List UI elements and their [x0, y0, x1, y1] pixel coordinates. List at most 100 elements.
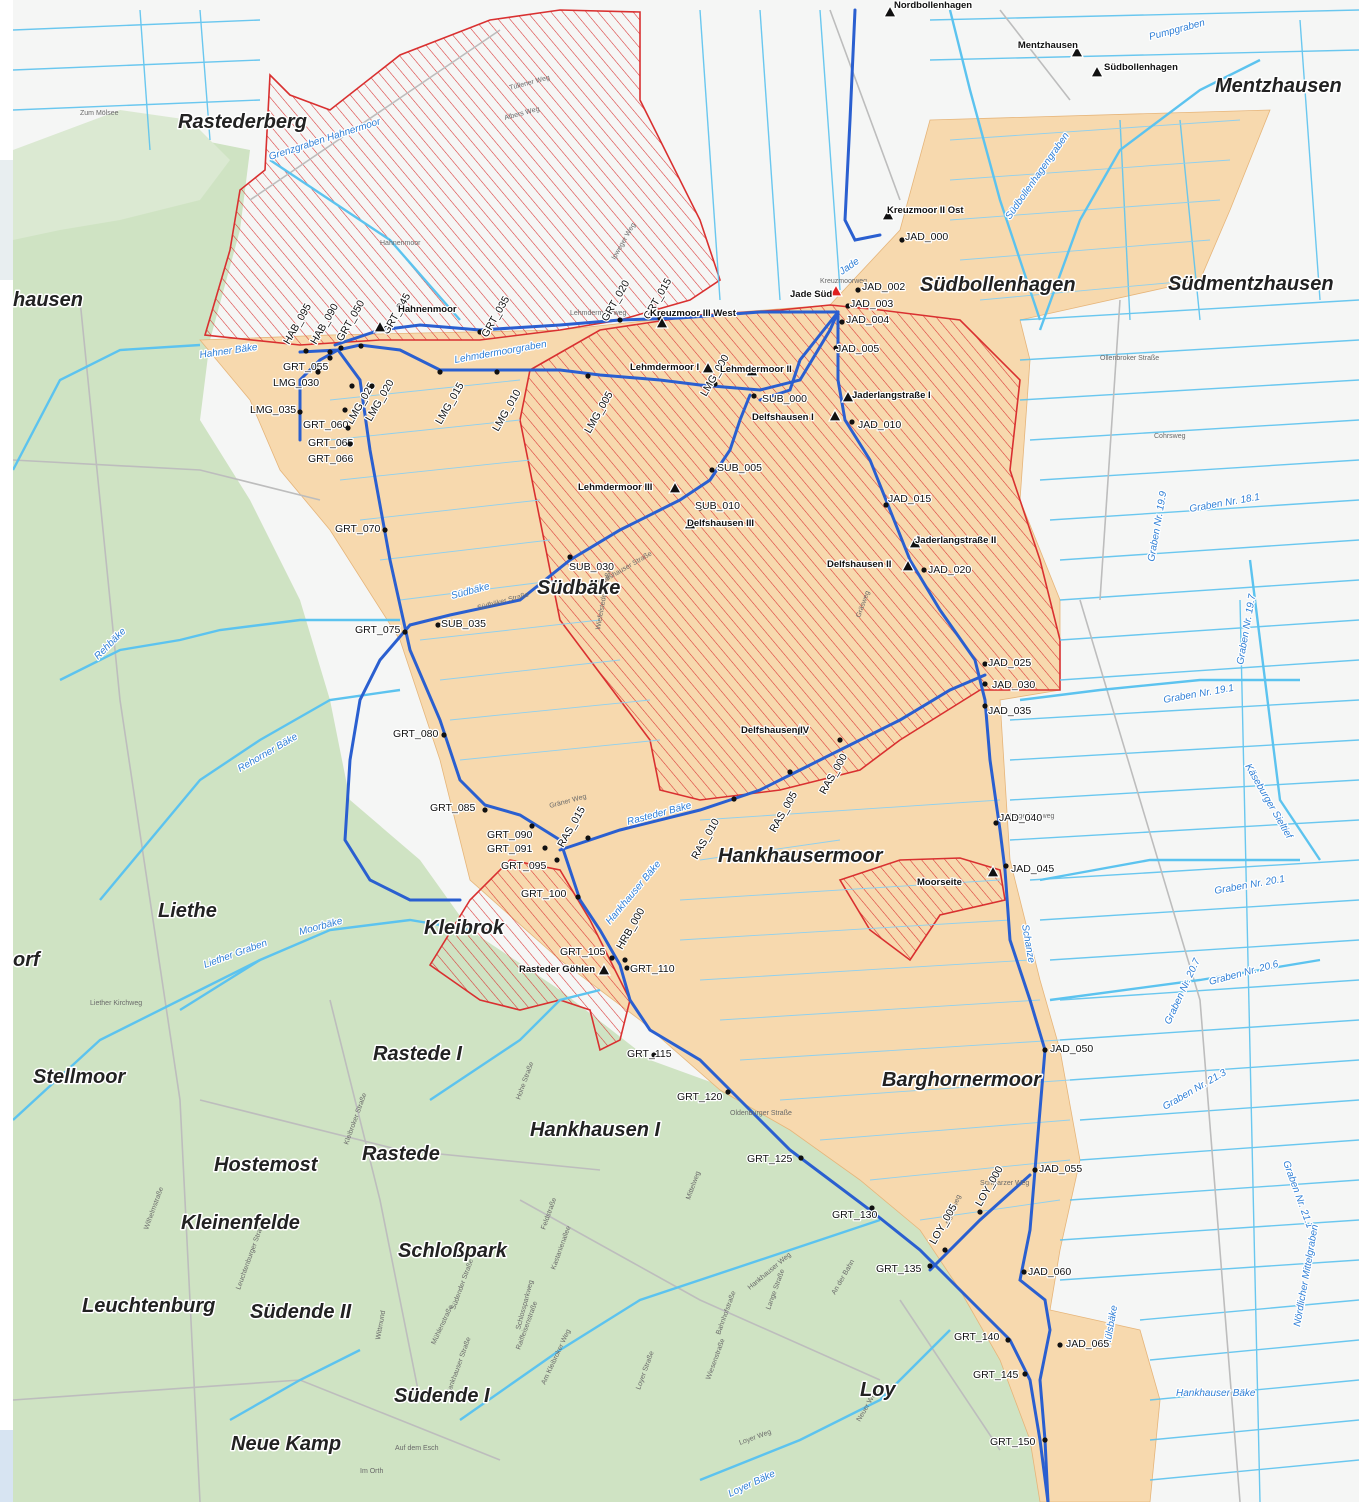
gauge-point-icon[interactable] [338, 345, 344, 351]
gauge-point-icon[interactable] [1003, 863, 1009, 869]
gauge-point-icon[interactable] [982, 681, 988, 687]
place-label-südende-ii: Südende II [250, 1301, 352, 1323]
gauge-point-icon[interactable] [942, 1247, 948, 1253]
gauge-label-grt-150: GRT_150 [990, 1436, 1035, 1448]
gauge-point-icon[interactable] [622, 957, 628, 963]
gauge-point-icon[interactable] [315, 369, 321, 375]
gauge-point-icon[interactable] [849, 419, 855, 425]
gauge-point-icon[interactable] [435, 622, 441, 628]
gauge-point-icon[interactable] [567, 554, 573, 560]
gauge-point-icon[interactable] [1042, 1437, 1048, 1443]
pumping-station-icon[interactable] [1069, 44, 1085, 58]
road-label-lehmdermoorweg: Lehmdermoorweg [570, 310, 627, 317]
gauge-point-icon[interactable] [787, 769, 793, 775]
gauge-point-icon[interactable] [494, 369, 500, 375]
gauge-point-icon[interactable] [437, 369, 443, 375]
gauge-point-icon[interactable] [982, 703, 988, 709]
gauge-point-icon[interactable] [982, 661, 988, 667]
gauge-point-icon[interactable] [624, 965, 630, 971]
gauge-point-icon[interactable] [609, 955, 615, 961]
gauge-point-icon[interactable] [482, 807, 488, 813]
gauge-point-icon[interactable] [585, 835, 591, 841]
waterway-label-hankhauser-bäke: Hankhauser Bäke [1176, 1388, 1256, 1399]
pumping-station-icon[interactable] [667, 480, 683, 494]
gauge-point-icon[interactable] [369, 383, 375, 389]
gauge-point-icon[interactable] [839, 319, 845, 325]
pumping-station-icon[interactable] [882, 4, 898, 18]
gauge-point-icon[interactable] [327, 355, 333, 361]
gauge-point-icon[interactable] [542, 845, 548, 851]
pumping-station-icon[interactable] [900, 558, 916, 572]
gauge-point-icon[interactable] [1021, 1269, 1027, 1275]
gauge-point-icon[interactable] [382, 527, 388, 533]
gauge-label-grt-125: GRT_125 [747, 1153, 792, 1165]
gauge-point-icon[interactable] [358, 343, 364, 349]
gauge-point-icon[interactable] [731, 796, 737, 802]
place-label-neue-kamp: Neue Kamp [231, 1433, 341, 1455]
gauge-point-icon[interactable] [977, 1209, 983, 1215]
gauge-point-icon[interactable] [402, 629, 408, 635]
gauge-point-icon[interactable] [725, 1089, 731, 1095]
pumping-station-icon[interactable] [985, 864, 1001, 878]
gauge-point-icon[interactable] [617, 317, 623, 323]
sub-north [758, 310, 840, 402]
gauge-point-icon[interactable] [798, 1155, 804, 1161]
gauge-point-icon[interactable] [1005, 1337, 1011, 1343]
gauge-point-icon[interactable] [855, 287, 861, 293]
gauge-point-icon[interactable] [585, 373, 591, 379]
gauge-point-icon[interactable] [833, 345, 839, 351]
gauge-point-icon[interactable] [441, 732, 447, 738]
gauge-point-icon[interactable] [575, 894, 581, 900]
gauge-point-icon[interactable] [993, 820, 999, 826]
gauge-point-icon[interactable] [845, 303, 851, 309]
gauge-point-icon[interactable] [927, 1263, 933, 1269]
station-label-nordbollenhagen: Nordbollenhagen [894, 0, 972, 11]
gauge-point-icon[interactable] [837, 737, 843, 743]
gauge-point-icon[interactable] [1042, 1047, 1048, 1053]
gauge-point-icon[interactable] [1022, 1371, 1028, 1377]
place-label-hostemost: Hostemost [214, 1154, 319, 1176]
pumping-station-icon[interactable] [792, 722, 808, 736]
gauge-point-icon[interactable] [651, 1052, 657, 1058]
pumping-station-icon[interactable] [907, 535, 923, 549]
gauge-point-icon[interactable] [477, 329, 483, 335]
gauge-point-icon[interactable] [303, 348, 309, 354]
gauge-point-icon[interactable] [345, 425, 351, 431]
gauge-point-icon[interactable] [529, 823, 535, 829]
pumping-station-icon[interactable] [840, 389, 856, 403]
gauge-label-jad-045: JAD_045 [1011, 863, 1054, 875]
gauge-point-icon[interactable] [921, 567, 927, 573]
pumping-station-icon[interactable] [1089, 64, 1105, 78]
gauge-point-icon[interactable] [1032, 1167, 1038, 1173]
gauge-point-icon[interactable] [327, 349, 333, 355]
road-label-im-orth: Im Orth [360, 1468, 383, 1475]
pumping-station-icon[interactable] [654, 315, 670, 329]
gauge-point-icon[interactable] [899, 237, 905, 243]
gauge-point-icon[interactable] [697, 505, 703, 511]
pumping-station-icon[interactable] [682, 516, 698, 530]
pumping-station-icon[interactable] [880, 207, 896, 221]
gauge-point-icon[interactable] [712, 381, 718, 387]
pumping-station-icon[interactable] [744, 363, 760, 377]
gauge-point-icon[interactable] [349, 383, 355, 389]
gauge-point-icon[interactable] [869, 1205, 875, 1211]
gauge-point-icon[interactable] [347, 441, 353, 447]
pumping-station-icon[interactable] [827, 408, 843, 422]
gauge-point-icon[interactable] [342, 407, 348, 413]
gauge-point-icon[interactable] [883, 502, 889, 508]
pumping-station-icon[interactable] [700, 360, 716, 374]
gauge-point-icon[interactable] [297, 409, 303, 415]
suedbaeke [408, 393, 752, 627]
place-label-rastede: Rastede [362, 1143, 440, 1165]
pumping-station-icon[interactable] [828, 283, 844, 297]
gauge-point-icon[interactable] [751, 393, 757, 399]
pumping-station-icon[interactable] [372, 319, 388, 333]
gauge-point-icon[interactable] [554, 857, 560, 863]
gauge-point-icon[interactable] [709, 467, 715, 473]
pumping-station-icon[interactable] [596, 962, 612, 976]
gauge-label-grt-145: GRT_145 [973, 1369, 1018, 1381]
gauge-label-jad-030: JAD_030 [992, 679, 1035, 691]
gauge-point-icon[interactable] [1057, 1342, 1063, 1348]
